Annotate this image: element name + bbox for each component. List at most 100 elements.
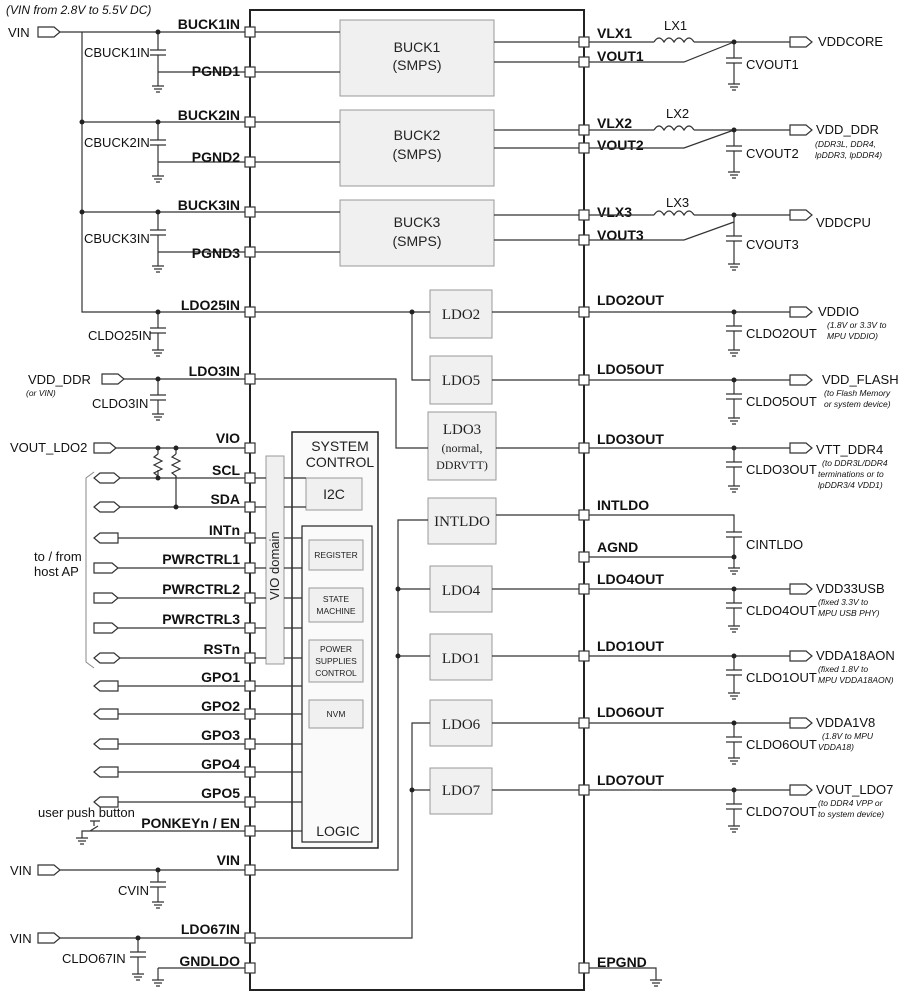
ldo7-block: [429, 767, 493, 815]
pin-ldo25in: LDO25IN: [181, 297, 240, 313]
out-vtt-ddr4-note2: terminations or to: [818, 469, 884, 479]
nvm-block: [308, 699, 364, 729]
pin-pgnd3: PGND3: [192, 245, 240, 261]
out-vdda18aon-note1: (fixed 1.8V to: [818, 664, 868, 674]
logic-title: LOGIC: [316, 823, 360, 839]
out-vdd33usb-note2: MPU USB PHY): [818, 608, 880, 618]
vin-bot-label: VIN: [10, 931, 32, 946]
pin-gndldo: GNDLDO: [179, 953, 240, 969]
out-vdd-ddr-note2: lpDDR3, lpDDR4): [815, 150, 882, 160]
pin-vlx2: VLX2: [597, 115, 632, 131]
out-vddcpu: VDDCPU: [816, 215, 871, 230]
pin-scl: SCL: [212, 462, 240, 478]
pin-ldo3out: LDO3OUT: [597, 431, 664, 447]
out-vtt-ddr4: VTT_DDR4: [816, 442, 883, 457]
left-pins: BUCK1IN PGND1 BUCK2IN PGND2 BUCK3IN PGND…: [141, 16, 256, 974]
pin-ldo3in: LDO3IN: [189, 363, 240, 379]
out-vdd-flash-note1: (to Flash Memory: [824, 388, 891, 398]
cldo6out-label: CLDO6OUT: [746, 737, 817, 752]
out-vddio-note2: MPU VDDIO): [827, 331, 878, 341]
buck3-title: BUCK3: [394, 214, 441, 230]
vin-mid-label: VIN: [10, 863, 32, 878]
pin-agnd: AGND: [597, 539, 638, 555]
cvout3-label: CVOUT3: [746, 237, 799, 252]
psc-title1: POWER: [320, 644, 352, 654]
out-vout-ldo7-note1: (to DDR4 VPP or: [818, 798, 884, 808]
cldo5out-label: CLDO5OUT: [746, 394, 817, 409]
out-vddio-note1: (1.8V or 3.3V to: [827, 320, 887, 330]
cldo7out-label: CLDO7OUT: [746, 804, 817, 819]
cldo67in-label: CLDO67IN: [62, 951, 126, 966]
pin-ldo1out: LDO1OUT: [597, 638, 664, 654]
pin-vout2: VOUT2: [597, 137, 644, 153]
ldo2-block: [429, 289, 493, 339]
pin-ldo7out: LDO7OUT: [597, 772, 664, 788]
ldo1-title: LDO1: [442, 651, 480, 667]
buck1-block: [339, 19, 495, 97]
ldo5-block: [429, 355, 493, 405]
out-vdd33usb: VDD33USB: [816, 581, 885, 596]
intldo-title: INTLDO: [434, 514, 490, 530]
ldo3-block: [427, 411, 497, 481]
lx1-label: LX1: [664, 18, 687, 33]
vin-range-note: (VIN from 2.8V to 5.5V DC): [6, 3, 151, 17]
pin-ldo5out: LDO5OUT: [597, 361, 664, 377]
buck2-subtitle: (SMPS): [393, 146, 442, 162]
right-pins: VLX1 VOUT1 VLX2 VOUT2 VLX3 VOUT3 LDO2OUT…: [578, 25, 664, 974]
out-vdda18aon: VDDA18AON: [816, 648, 895, 663]
pin-rstn: RSTn: [203, 641, 240, 657]
pin-vlx1: VLX1: [597, 25, 632, 41]
psc-title2: SUPPLIES: [315, 656, 357, 666]
pin-ldo6out: LDO6OUT: [597, 704, 664, 720]
pin-gpo2: GPO2: [201, 698, 240, 714]
pin-vin: VIN: [217, 852, 240, 868]
out-vdd-flash: VDD_FLASH: [822, 372, 899, 387]
user-push-button-label: user push button: [38, 805, 135, 820]
ldo4-block: [429, 565, 493, 613]
pin-intn: INTn: [209, 522, 240, 538]
cvin-label: CVIN: [118, 883, 149, 898]
out-vddio: VDDIO: [818, 304, 859, 319]
register-title: REGISTER: [314, 550, 357, 560]
out-vdd-flash-note2: or system device): [824, 399, 891, 409]
out-vdd-ddr: VDD_DDR: [816, 122, 879, 137]
ldo4-title: LDO4: [442, 583, 481, 599]
cldo1out-label: CLDO1OUT: [746, 670, 817, 685]
pin-ldo4out: LDO4OUT: [597, 571, 664, 587]
vdd-ddr-in-connector: [101, 373, 125, 385]
out-vdda1v8: VDDA1V8: [816, 715, 875, 730]
out-vtt-ddr4-note3: lpDDR3/4 VDD1): [818, 480, 883, 490]
pin-gpo3: GPO3: [201, 727, 240, 743]
psc-title3: CONTROL: [315, 668, 357, 678]
cldo2out-label: CLDO2OUT: [746, 326, 817, 341]
out-vdda1v8-note1: (1.8V to MPU: [822, 731, 874, 741]
register-block: [308, 539, 364, 571]
buck1-title: BUCK1: [394, 39, 441, 55]
cbuck2in-label: CBUCK2IN: [84, 135, 150, 150]
out-vdd-ddr-note1: (DDR3L, DDR4,: [815, 139, 876, 149]
nvm-title: NVM: [327, 709, 346, 719]
system-control-title1: SYSTEM: [311, 438, 369, 454]
out-vddcore: VDDCORE: [818, 34, 883, 49]
buck3-subtitle: (SMPS): [393, 233, 442, 249]
cldo25in-label: CLDO25IN: [88, 328, 152, 343]
out-vout-ldo7: VOUT_LDO7: [816, 782, 893, 797]
ldo2-title: LDO2: [442, 307, 480, 323]
out-vtt-ddr4-note1: (to DDR3L/DDR4: [822, 458, 888, 468]
ldo6-title: LDO6: [442, 717, 481, 733]
cbuck1in-label: CBUCK1IN: [84, 45, 150, 60]
lx3-label: LX3: [666, 195, 689, 210]
pin-vout1: VOUT1: [597, 48, 644, 64]
pin-pwrctrl2: PWRCTRL2: [162, 581, 240, 597]
ldo7-title: LDO7: [442, 783, 481, 799]
pin-pgnd2: PGND2: [192, 149, 240, 165]
state-machine-title1: STATE: [323, 594, 349, 604]
pin-ldo67in: LDO67IN: [181, 921, 240, 937]
pin-vio: VIO: [216, 430, 240, 446]
pin-buck1in: BUCK1IN: [178, 16, 240, 32]
power-supplies-control-block: [308, 639, 364, 683]
pin-ldo2out: LDO2OUT: [597, 292, 664, 308]
vout-ldo2-label: VOUT_LDO2: [10, 440, 87, 455]
vio-domain-bar: [265, 455, 285, 665]
